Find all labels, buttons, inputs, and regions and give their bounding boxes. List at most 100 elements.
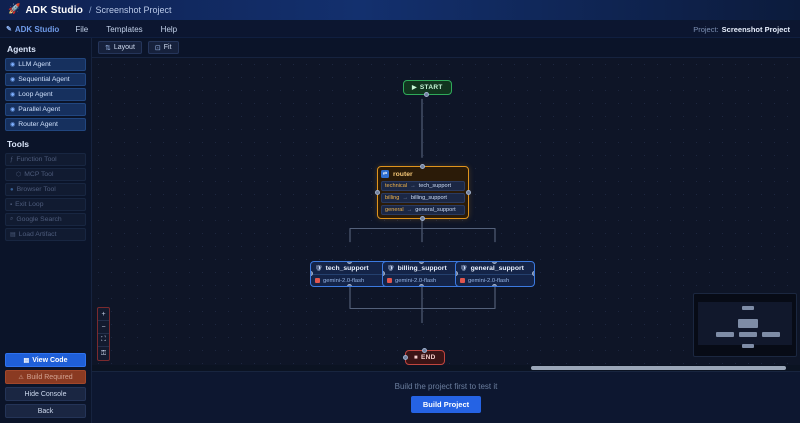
agent-node-title: billing_support xyxy=(397,264,447,272)
agent-node-body: gemini-2.0-flash xyxy=(311,275,389,286)
node-handle-top[interactable] xyxy=(421,348,427,353)
sidebar: Agents ◉ LLM Agent ◉ Sequential Agent ◉ … xyxy=(0,38,92,423)
tool-item-label: Function Tool xyxy=(16,156,57,163)
route-row: billing → billing_support xyxy=(381,193,465,203)
tool-item-browser-tool[interactable]: ● Browser Tool xyxy=(5,183,86,196)
node-handle-left[interactable] xyxy=(311,271,313,276)
shield-icon: 🛡 xyxy=(387,265,395,272)
node-handle-top[interactable] xyxy=(419,262,424,264)
tool-item-mcp-tool[interactable]: ⬡ MCP Tool xyxy=(5,168,86,181)
minimap-node xyxy=(742,306,754,310)
minimap-node xyxy=(716,332,734,337)
horizontal-scrollbar[interactable] xyxy=(92,365,800,371)
minimap-viewport xyxy=(698,302,792,348)
node-handle-bottom[interactable] xyxy=(492,284,497,286)
edge-router-tech xyxy=(349,216,423,243)
agent-node-general-support[interactable]: 🛡 general_support gemini-2.0-flash xyxy=(455,261,535,287)
project-label: Project: xyxy=(693,24,719,34)
build-required-button[interactable]: ⚠ Build Required xyxy=(5,370,86,384)
node-handle-bottom[interactable] xyxy=(420,216,425,221)
menu-item-help[interactable]: Help xyxy=(160,24,178,34)
sidebar-actions: ▤ View Code ⚠ Build Required Hide Consol… xyxy=(5,353,86,418)
build-project-button[interactable]: Build Project xyxy=(410,396,482,413)
plug-icon: ⬡ xyxy=(16,172,22,178)
tool-item-label: Load Artifact xyxy=(18,231,57,238)
zoom-out-button[interactable]: − xyxy=(98,321,109,334)
back-button[interactable]: Back xyxy=(5,404,86,418)
palette-item-parallel-agent[interactable]: ◉ Parallel Agent xyxy=(5,103,86,116)
node-handle-left[interactable] xyxy=(403,354,408,360)
router-icon: ⇄ xyxy=(381,170,389,178)
flow-canvas[interactable]: ▶ START ⇄ router technical xyxy=(92,58,800,371)
node-circle-icon: ◉ xyxy=(10,77,16,83)
palette-item-label: Parallel Agent xyxy=(18,106,61,113)
node-circle-icon: ◉ xyxy=(10,62,16,68)
route-value: general_support xyxy=(415,207,456,213)
menu-item-templates[interactable]: Templates xyxy=(106,24,143,34)
node-handle-left[interactable] xyxy=(375,189,380,195)
hide-console-button[interactable]: Hide Console xyxy=(5,387,86,401)
node-handle-left[interactable] xyxy=(383,271,385,276)
tool-item-exit-loop[interactable]: ▪ Exit Loop xyxy=(5,198,86,211)
agent-node-tech-support[interactable]: 🛡 tech_support gemini-2.0-flash xyxy=(310,261,390,287)
node-handle-top[interactable] xyxy=(420,164,425,169)
zoom-controls: + − ⛶ ⚿ xyxy=(97,307,110,361)
route-key: technical xyxy=(385,183,408,189)
globe-icon: ● xyxy=(10,186,14,193)
agent-node-billing-support[interactable]: 🛡 billing_support gemini-2.0-flash xyxy=(382,261,462,287)
palette-item-sequential-agent[interactable]: ◉ Sequential Agent xyxy=(5,73,86,86)
canvas-toolbar: ⇅ Layout ⊡ Fit xyxy=(92,38,800,58)
fit-button[interactable]: ⊡ Fit xyxy=(147,41,179,54)
tool-item-label: Google Search xyxy=(16,216,62,223)
tool-item-google-search[interactable]: ⌕ Google Search xyxy=(5,213,86,226)
tool-item-function-tool[interactable]: ƒ Function Tool xyxy=(5,153,86,166)
router-node[interactable]: ⇄ router technical → tech_support billin… xyxy=(375,164,471,221)
zoom-in-button[interactable]: + xyxy=(98,308,109,321)
node-handle-left[interactable] xyxy=(456,271,458,276)
pen-icon: ✎ xyxy=(6,26,12,33)
agent-node-title: general_support xyxy=(470,264,524,272)
palette-item-router-agent[interactable]: ◉ Router Agent xyxy=(5,118,86,131)
node-handle-bottom[interactable] xyxy=(419,284,424,286)
app-title: ADK Studio xyxy=(25,4,83,16)
route-arrow-icon: → xyxy=(402,195,408,201)
palette-item-loop-agent[interactable]: ◉ Loop Agent xyxy=(5,88,86,101)
route-arrow-icon: → xyxy=(410,183,416,189)
project-value: Screenshot Project xyxy=(721,24,790,34)
view-code-button[interactable]: ▤ View Code xyxy=(5,353,86,367)
scrollbar-thumb[interactable] xyxy=(530,366,786,370)
node-handle-bottom[interactable] xyxy=(424,92,430,97)
minimap[interactable] xyxy=(693,293,797,357)
node-circle-icon: ◉ xyxy=(10,107,16,113)
edge-router-general xyxy=(421,216,496,243)
stop-icon: ■ xyxy=(414,354,418,361)
rocket-icon: 🚀 xyxy=(8,4,21,15)
menu-item-file[interactable]: File xyxy=(75,24,89,34)
start-node[interactable]: ▶ START xyxy=(403,80,452,97)
route-value: tech_support xyxy=(418,183,452,189)
node-handle-bottom[interactable] xyxy=(347,284,352,286)
palette-item-llm-agent[interactable]: ◉ LLM Agent xyxy=(5,58,86,71)
layout-button[interactable]: ⇅ Layout xyxy=(98,41,142,54)
node-handle-top[interactable] xyxy=(492,262,497,264)
menubar-project-info: Project: Screenshot Project xyxy=(693,25,794,34)
node-handle-right[interactable] xyxy=(532,271,534,276)
route-key: billing xyxy=(385,195,400,201)
menu-brand[interactable]: ✎ ADK Studio xyxy=(6,25,59,34)
route-value: billing_support xyxy=(410,195,447,201)
node-handle-top[interactable] xyxy=(347,262,352,264)
lock-view-button[interactable]: ⚿ xyxy=(100,349,107,357)
code-icon: ▤ xyxy=(23,357,30,364)
search-icon: ⌕ xyxy=(10,216,14,222)
agent-node-model: gemini-2.0-flash xyxy=(323,277,365,284)
route-row: general → general_support xyxy=(381,205,465,215)
node-circle-icon: ◉ xyxy=(10,92,16,98)
router-node-title: router xyxy=(393,170,413,178)
tool-item-load-artifact[interactable]: ▤ Load Artifact xyxy=(5,228,86,241)
end-node[interactable]: ■ END xyxy=(403,348,445,365)
node-handle-right[interactable] xyxy=(466,189,471,195)
fit-view-button[interactable]: ⛶ xyxy=(98,334,109,347)
palette-item-label: Loop Agent xyxy=(18,91,53,98)
function-icon: ƒ xyxy=(10,156,14,163)
